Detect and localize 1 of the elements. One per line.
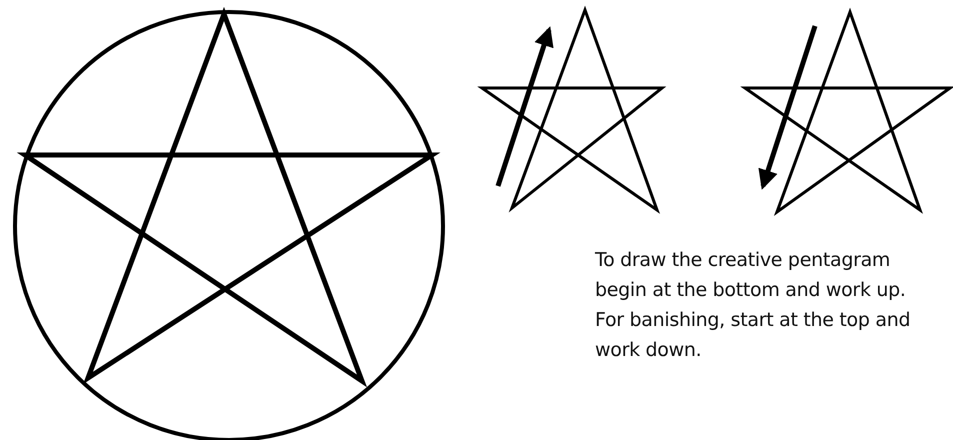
instruction-text: To draw the creative pentagram begin at the bottom and work up. For banishing, start at the top and work down. [595, 248, 912, 363]
